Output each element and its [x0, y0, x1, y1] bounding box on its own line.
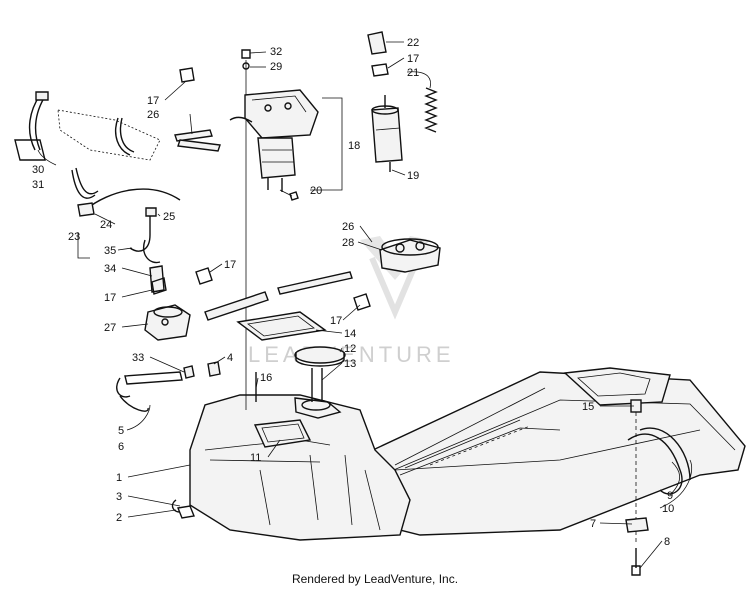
callout-32: 32	[270, 46, 282, 58]
callout-25: 25	[163, 211, 175, 223]
callout-26: 26	[147, 109, 159, 121]
callout-6: 6	[118, 441, 124, 453]
callout-20: 20	[310, 185, 322, 197]
callout-14: 14	[344, 328, 356, 340]
callout-21: 21	[407, 67, 419, 79]
sending-units	[144, 238, 441, 341]
callout-1: 1	[116, 472, 122, 484]
callout-3: 3	[116, 491, 122, 503]
watermark-text: LEADVENTURE	[248, 342, 455, 367]
callout-18: 18	[348, 140, 360, 152]
callout-35: 35	[104, 245, 116, 257]
callout-7: 7	[590, 518, 596, 530]
callout-5: 5	[118, 425, 124, 437]
callout-15: 15	[582, 401, 594, 413]
callout-27: 27	[104, 322, 116, 334]
wiring-harness	[77, 188, 181, 293]
electric-fuel-pump	[367, 31, 438, 172]
callout-19: 19	[407, 170, 419, 182]
callout-23: 23	[68, 231, 80, 243]
callout-24: 24	[100, 219, 112, 231]
fuel-pump-assembly	[229, 49, 343, 201]
vent-hoses	[14, 67, 221, 199]
leader-lines	[37, 41, 693, 569]
callout-17: 17	[147, 95, 159, 107]
callout-17: 17	[104, 292, 116, 304]
callout-30: 30	[32, 164, 44, 176]
callout-33: 33	[132, 352, 144, 364]
callout-11: 11	[250, 452, 261, 464]
callout-8: 8	[664, 536, 670, 548]
callout-26: 26	[342, 221, 354, 233]
callout-12: 12	[344, 343, 356, 355]
callout-10: 10	[662, 503, 674, 515]
callout-9: 9	[667, 490, 673, 502]
filler-cap-assembly	[236, 311, 346, 402]
callout-31: 31	[32, 179, 44, 191]
footer-credit: Rendered by LeadVenture, Inc.	[291, 572, 459, 586]
callout-13: 13	[344, 358, 356, 370]
callout-17: 17	[224, 259, 236, 271]
callout-29: 29	[270, 61, 282, 73]
callout-4: 4	[227, 352, 233, 364]
callout-34: 34	[104, 263, 116, 275]
fuel-tank	[177, 367, 746, 541]
callouts: 32 29 22 17 21 17 26 18 19 30 31 20 24 2…	[32, 37, 674, 548]
callout-22: 22	[407, 37, 419, 49]
callout-28: 28	[342, 237, 354, 249]
fuel-line-hose	[625, 399, 691, 576]
small-hardware	[116, 361, 257, 513]
callout-2: 2	[116, 512, 122, 524]
callout-17: 17	[330, 315, 342, 327]
callout-17: 17	[407, 53, 419, 65]
callout-16: 16	[260, 372, 272, 384]
